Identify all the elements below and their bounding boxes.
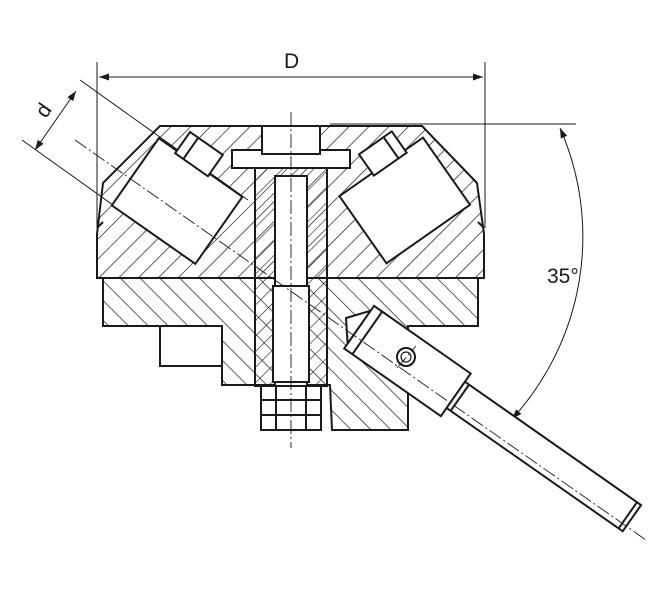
- right-cartridge: [338, 130, 472, 265]
- tool-holder: [342, 304, 643, 533]
- guide-block: [159, 325, 223, 367]
- dimension-d: D: [96, 50, 486, 228]
- tool-diameter-label: d: [31, 99, 57, 122]
- left-cartridge: [110, 130, 244, 266]
- center-lines: [74, 112, 647, 541]
- diameter-label: D: [284, 50, 299, 73]
- angle-label: 35°: [547, 265, 579, 288]
- dimension-angle: 35°: [330, 123, 584, 420]
